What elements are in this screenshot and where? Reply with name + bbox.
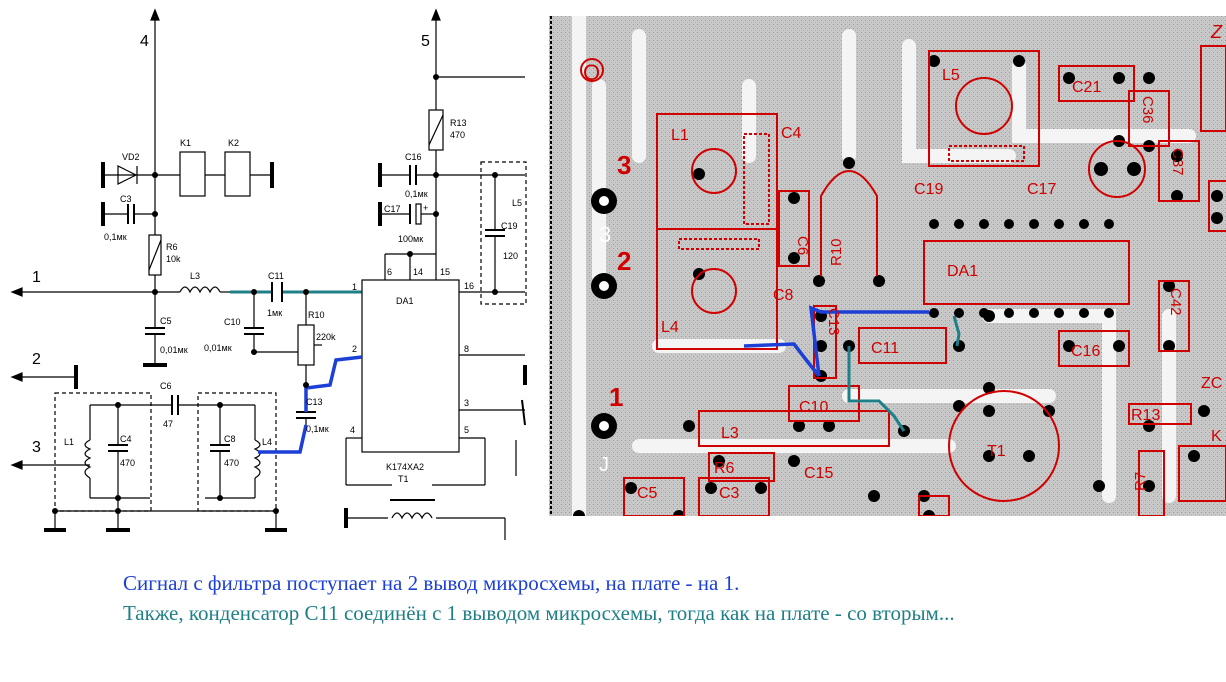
pcb-zc: ZC	[1201, 375, 1222, 392]
l3-label: L3	[190, 271, 200, 281]
port-1-label: 1	[32, 269, 41, 286]
c19-value: 120	[503, 251, 518, 261]
pcb-k: K	[1211, 428, 1222, 445]
c11-value: 1мк	[267, 308, 282, 318]
c16-label: C16	[405, 152, 422, 162]
pcb-c3: C3	[719, 485, 740, 502]
r6-label: R6	[166, 242, 178, 252]
c4-value: 470	[120, 458, 135, 468]
pcb-l4: L4	[661, 319, 679, 336]
r10-value: 220k	[316, 332, 336, 342]
port-3-label: 3	[32, 439, 41, 456]
pin-6: 6	[387, 267, 392, 277]
pcb-label-3b: 3	[599, 222, 611, 247]
caption-line-2: Также, конденсатор С11 соединён с 1 выво…	[123, 601, 955, 625]
pcb-c19: C19	[914, 181, 943, 198]
c11-label: C11	[268, 271, 284, 281]
vd2-label: VD2	[122, 152, 140, 162]
pcb-label-1: 1	[609, 382, 623, 412]
c3-label: C3	[120, 194, 132, 204]
pcb-da1: DA1	[947, 263, 978, 280]
l5-label: L5	[512, 198, 522, 208]
c5-label: C5	[160, 316, 172, 326]
pin-16: 16	[464, 281, 474, 291]
r10-label: R10	[308, 310, 325, 320]
pin-1: 1	[352, 282, 357, 292]
c6-value: 47	[163, 419, 173, 429]
pin-2: 2	[352, 344, 357, 354]
c10-label: C10	[224, 317, 241, 327]
pcb-c10: C10	[799, 399, 828, 416]
k2-label: K2	[228, 138, 239, 148]
c8-label: C8	[224, 434, 236, 444]
c13-label: C13	[306, 397, 323, 407]
pcb-r6: R6	[714, 460, 735, 477]
c3-value: 0,1мк	[104, 232, 127, 242]
c4-label: C4	[120, 434, 132, 444]
pcb-c16: C16	[1071, 343, 1100, 360]
pcb-r10: R10	[828, 238, 845, 266]
caption-line-1: Сигнал с фильтра поступает на 2 вывод ми…	[123, 571, 740, 595]
port-2-label: 2	[32, 351, 41, 368]
circuit-schematic: 4 5 1 2 3 VD2 K1 K2 C3 0,1мк R6 10k L3 C…	[10, 8, 527, 540]
pin-4: 4	[350, 425, 355, 435]
c17-label: C17	[384, 204, 401, 214]
pcb-c11: C11	[871, 340, 899, 357]
port-5-label: 5	[421, 33, 430, 50]
port-4-label: 4	[140, 33, 149, 50]
t1-label: T1	[398, 474, 409, 484]
ic-part-number: K174XA2	[386, 462, 424, 472]
k1-label: K1	[180, 138, 191, 148]
pcb-t1: T1	[987, 443, 1006, 460]
pcb-l1: L1	[671, 127, 689, 144]
pcb-layout: O 3 3 2 1 J Z L1 L4 C4 C8 L5 C21 C19 C17…	[549, 16, 1226, 516]
pcb-c21: C21	[1072, 79, 1101, 96]
pcb-c8: C8	[773, 287, 794, 304]
pcb-label-2: 2	[617, 246, 631, 276]
c19-label: C19	[501, 221, 518, 231]
pcb-c36: C36	[1139, 96, 1156, 124]
pcb-r13: R13	[1131, 407, 1160, 424]
pcb-r7: R7	[1132, 472, 1149, 491]
pcb-c15: C15	[804, 465, 833, 482]
c13-value: 0,1мк	[306, 424, 329, 434]
c5-value: 0,01мк	[160, 345, 188, 355]
r13-value: 470	[450, 130, 465, 140]
c6-label: C6	[160, 381, 172, 391]
pcb-c4: C4	[781, 125, 802, 142]
pcb-label-3: 3	[617, 150, 631, 180]
pcb-l5: L5	[942, 67, 960, 84]
r13-label: R13	[450, 118, 467, 128]
r6-value: 10k	[166, 254, 181, 264]
pin-3: 3	[464, 398, 469, 408]
c16-value: 0,1мк	[405, 189, 428, 199]
pcb-l3: L3	[721, 425, 739, 442]
pcb-c13: C13	[825, 308, 842, 336]
c10-value: 0,01мк	[204, 343, 232, 353]
c17-plus: +	[423, 203, 428, 213]
c17-value: 100мк	[398, 234, 423, 244]
pcb-c17: C17	[1027, 181, 1056, 198]
pcb-hole-o: O	[583, 60, 600, 85]
l4-label: L4	[262, 437, 272, 447]
pcb-label-j: J	[599, 454, 609, 476]
pin-15: 15	[440, 267, 450, 277]
pcb-label-z: Z	[1210, 22, 1223, 42]
pcb-c37: C37	[1169, 148, 1186, 176]
l1-label: L1	[64, 437, 74, 447]
pin-8: 8	[464, 344, 469, 354]
pin-5: 5	[464, 425, 469, 435]
pcb-c5: C5	[637, 485, 658, 502]
pcb-c42: C42	[1167, 288, 1184, 316]
da1-label: DA1	[396, 296, 414, 306]
c8-value: 470	[224, 458, 239, 468]
pcb-c6: C6	[794, 236, 811, 255]
pin-14: 14	[413, 267, 423, 277]
